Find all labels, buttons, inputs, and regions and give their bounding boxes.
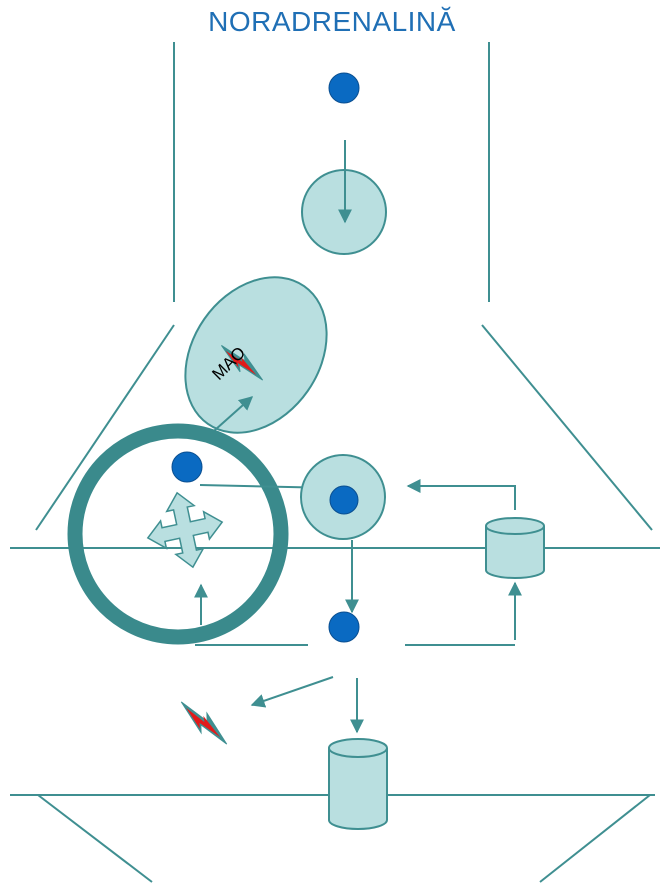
noradrenaline-molecule-cleft [329,612,359,642]
arrow-to-comt [252,677,333,705]
noradrenaline-molecule-top [329,73,359,103]
noradrenaline-molecule-vesicle [330,486,358,514]
transporter-icon [140,485,230,575]
feedback-path [408,486,515,510]
noradrenaline-molecule-cytoplasm [172,452,202,482]
comt-bolt-icon [173,700,235,746]
postsynaptic-receptor-cylinder [329,739,387,829]
presynaptic-receptor-cylinder [486,518,544,578]
